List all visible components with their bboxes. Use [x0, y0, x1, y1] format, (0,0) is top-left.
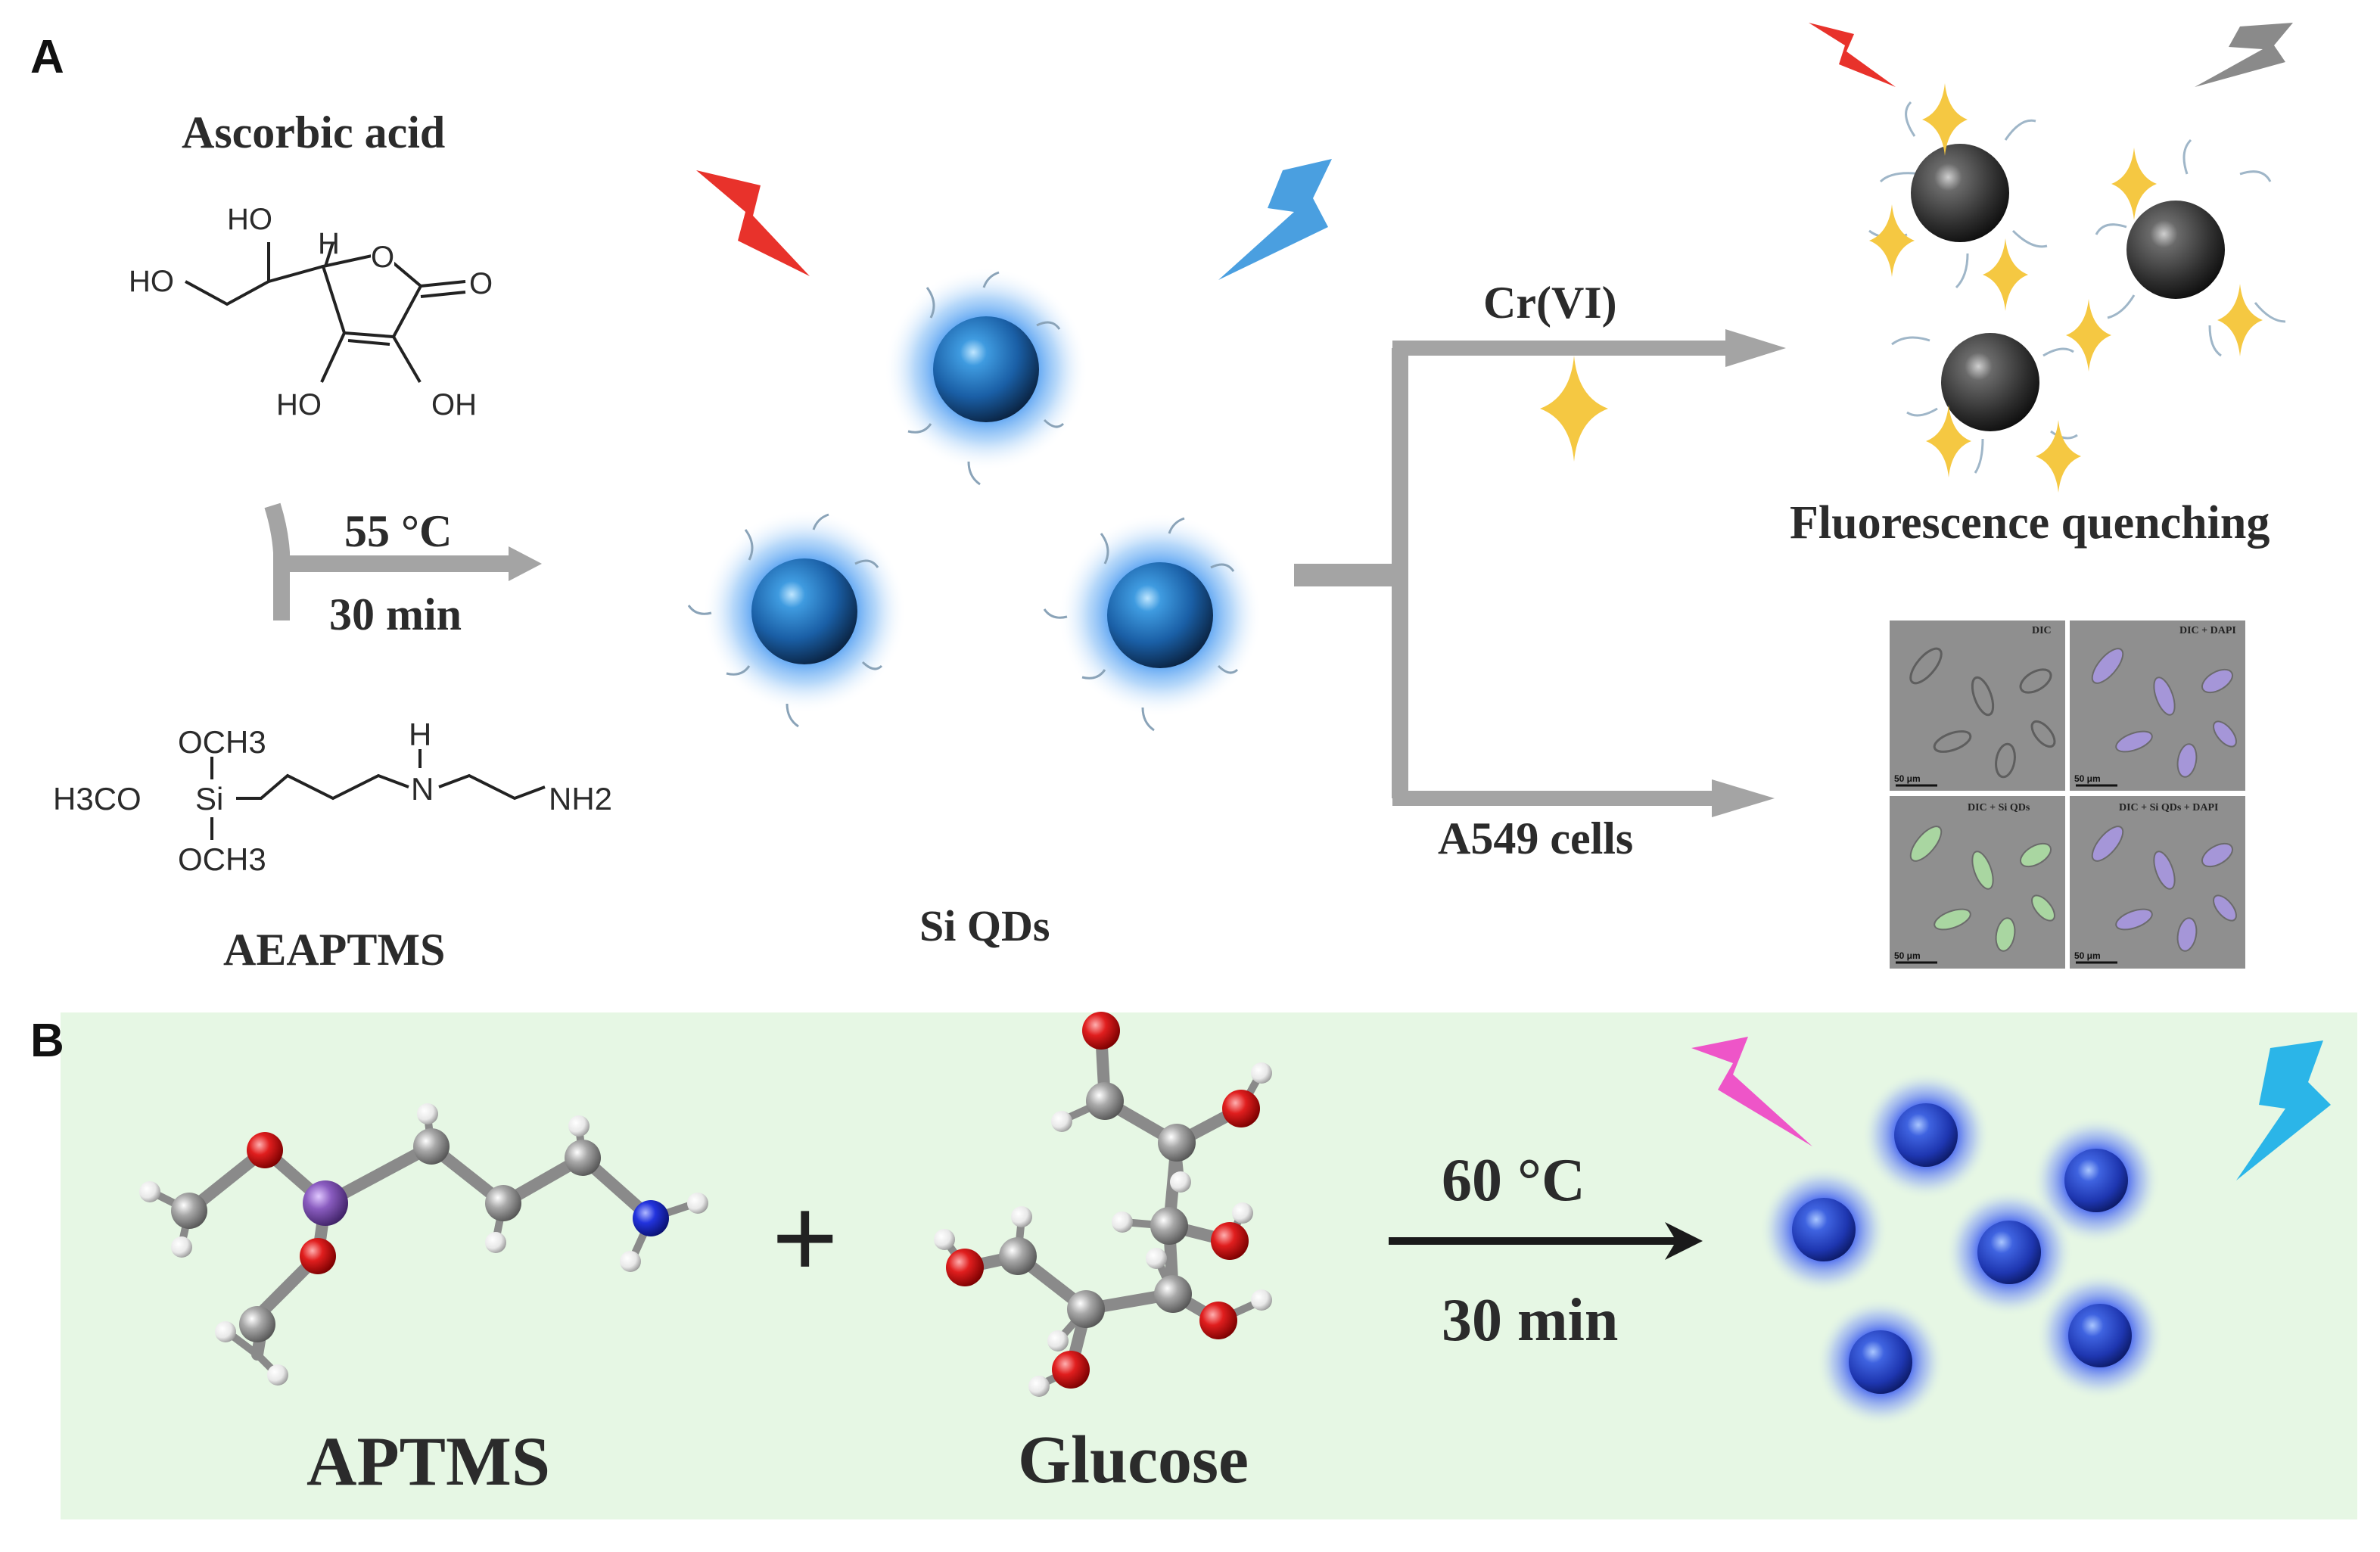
- microscopy-grid: [1886, 617, 2248, 972]
- lightning-red-icon: [1809, 23, 1896, 87]
- qd-particle-b: [1759, 1165, 1888, 1294]
- aptms-molecule: [139, 1103, 708, 1386]
- si-qd-particle: [1043, 513, 1262, 732]
- lightning-magenta-icon: [1691, 1037, 1812, 1146]
- result-label-fluorescence-quenching: Fluorescence quenching: [1790, 497, 2270, 549]
- branch-arrow: [1294, 329, 1786, 817]
- atom-label: HO: [276, 388, 322, 421]
- atom-label: OCH3: [178, 841, 266, 877]
- si-qd-particle: [687, 509, 907, 728]
- condition-time-b: 30 min: [1442, 1287, 1619, 1354]
- micro-panel-dic-siqd: [1890, 796, 2065, 969]
- qd-particle-b: [1816, 1298, 1945, 1426]
- lightning-blue-icon: [1218, 159, 1332, 280]
- micro-panel-dic-siqd-dapi: [2070, 796, 2245, 969]
- atom-label: NH2: [549, 781, 613, 816]
- qd-cluster-b: [1759, 1071, 2164, 1426]
- reactant-label-glucose: Glucose: [1018, 1423, 1249, 1498]
- atom-label: H: [318, 227, 340, 260]
- qd-particle-b: [2032, 1116, 2161, 1245]
- micro-panel-label: DIC: [2032, 625, 2052, 636]
- qd-particle-b: [1862, 1071, 1990, 1199]
- arrow-a-main: [264, 502, 542, 620]
- atom-label: O: [469, 267, 493, 300]
- atom-label: OH: [431, 388, 477, 421]
- plus-sign: +: [772, 1174, 838, 1301]
- atom-label: HO: [227, 203, 272, 236]
- atom-label: H3CO: [53, 781, 142, 816]
- atom-label: H: [409, 717, 432, 752]
- atom-label: OCH3: [178, 724, 266, 760]
- qd-particle-b: [2036, 1271, 2164, 1400]
- lightning-blue-icon: [2236, 1040, 2331, 1180]
- quenched-qd-particle: [2126, 201, 2225, 299]
- scale-bar-label: 50 μm: [2074, 950, 2101, 961]
- quenched-qd-cluster: [1868, 101, 2286, 474]
- reactant-label-aptms: APTMS: [306, 1423, 550, 1500]
- micro-panel-label: DIC + Si QDs: [1968, 802, 2030, 813]
- si-qd-cluster: [687, 267, 1262, 732]
- si-qd-particle: [884, 267, 1088, 486]
- reactant-label-aeaptms: AEAPTMS: [223, 925, 446, 975]
- condition-temp-b: 60 °C: [1442, 1147, 1585, 1214]
- quenched-qd-particle: [1941, 333, 2039, 431]
- lightning-red-icon: [696, 170, 810, 276]
- branch-label-a549: A549 cells: [1438, 813, 1634, 863]
- aeaptms-structure: [210, 749, 546, 840]
- micro-panel-dic-dapi: [2070, 620, 2245, 791]
- condition-time-a: 30 min: [329, 589, 462, 639]
- scale-bar-label: 50 μm: [2074, 773, 2101, 784]
- micro-panel-label: DIC + Si QDs + DAPI: [2119, 802, 2219, 813]
- sparkle-group: [1869, 83, 2263, 493]
- atom-label: O: [371, 241, 395, 274]
- sparkle-icon: [1540, 356, 1608, 462]
- scale-bar-label: 50 μm: [1894, 773, 1921, 784]
- atom-label: Si: [195, 781, 224, 816]
- panel-label-b: B: [30, 1015, 64, 1067]
- atom-label: N: [411, 771, 434, 807]
- product-label-si-qds: Si QDs: [919, 901, 1050, 950]
- quenched-qd-particle: [1911, 144, 2009, 242]
- atom-label: HO: [129, 265, 174, 298]
- scale-bar-label: 50 μm: [1894, 950, 1921, 961]
- glucose-molecule: [934, 1012, 1272, 1397]
- lightning-grey-icon: [2195, 23, 2293, 87]
- branch-label-cr-vi: Cr(VI): [1483, 278, 1617, 328]
- panel-label-a: A: [30, 31, 64, 83]
- reactant-label-ascorbic-acid: Ascorbic acid: [182, 107, 446, 157]
- condition-temp-a: 55 °C: [344, 506, 453, 556]
- qd-particle-b: [1945, 1188, 2074, 1317]
- micro-panel-label: DIC + DAPI: [2179, 625, 2236, 636]
- ascorbic-acid-structure: [185, 241, 466, 384]
